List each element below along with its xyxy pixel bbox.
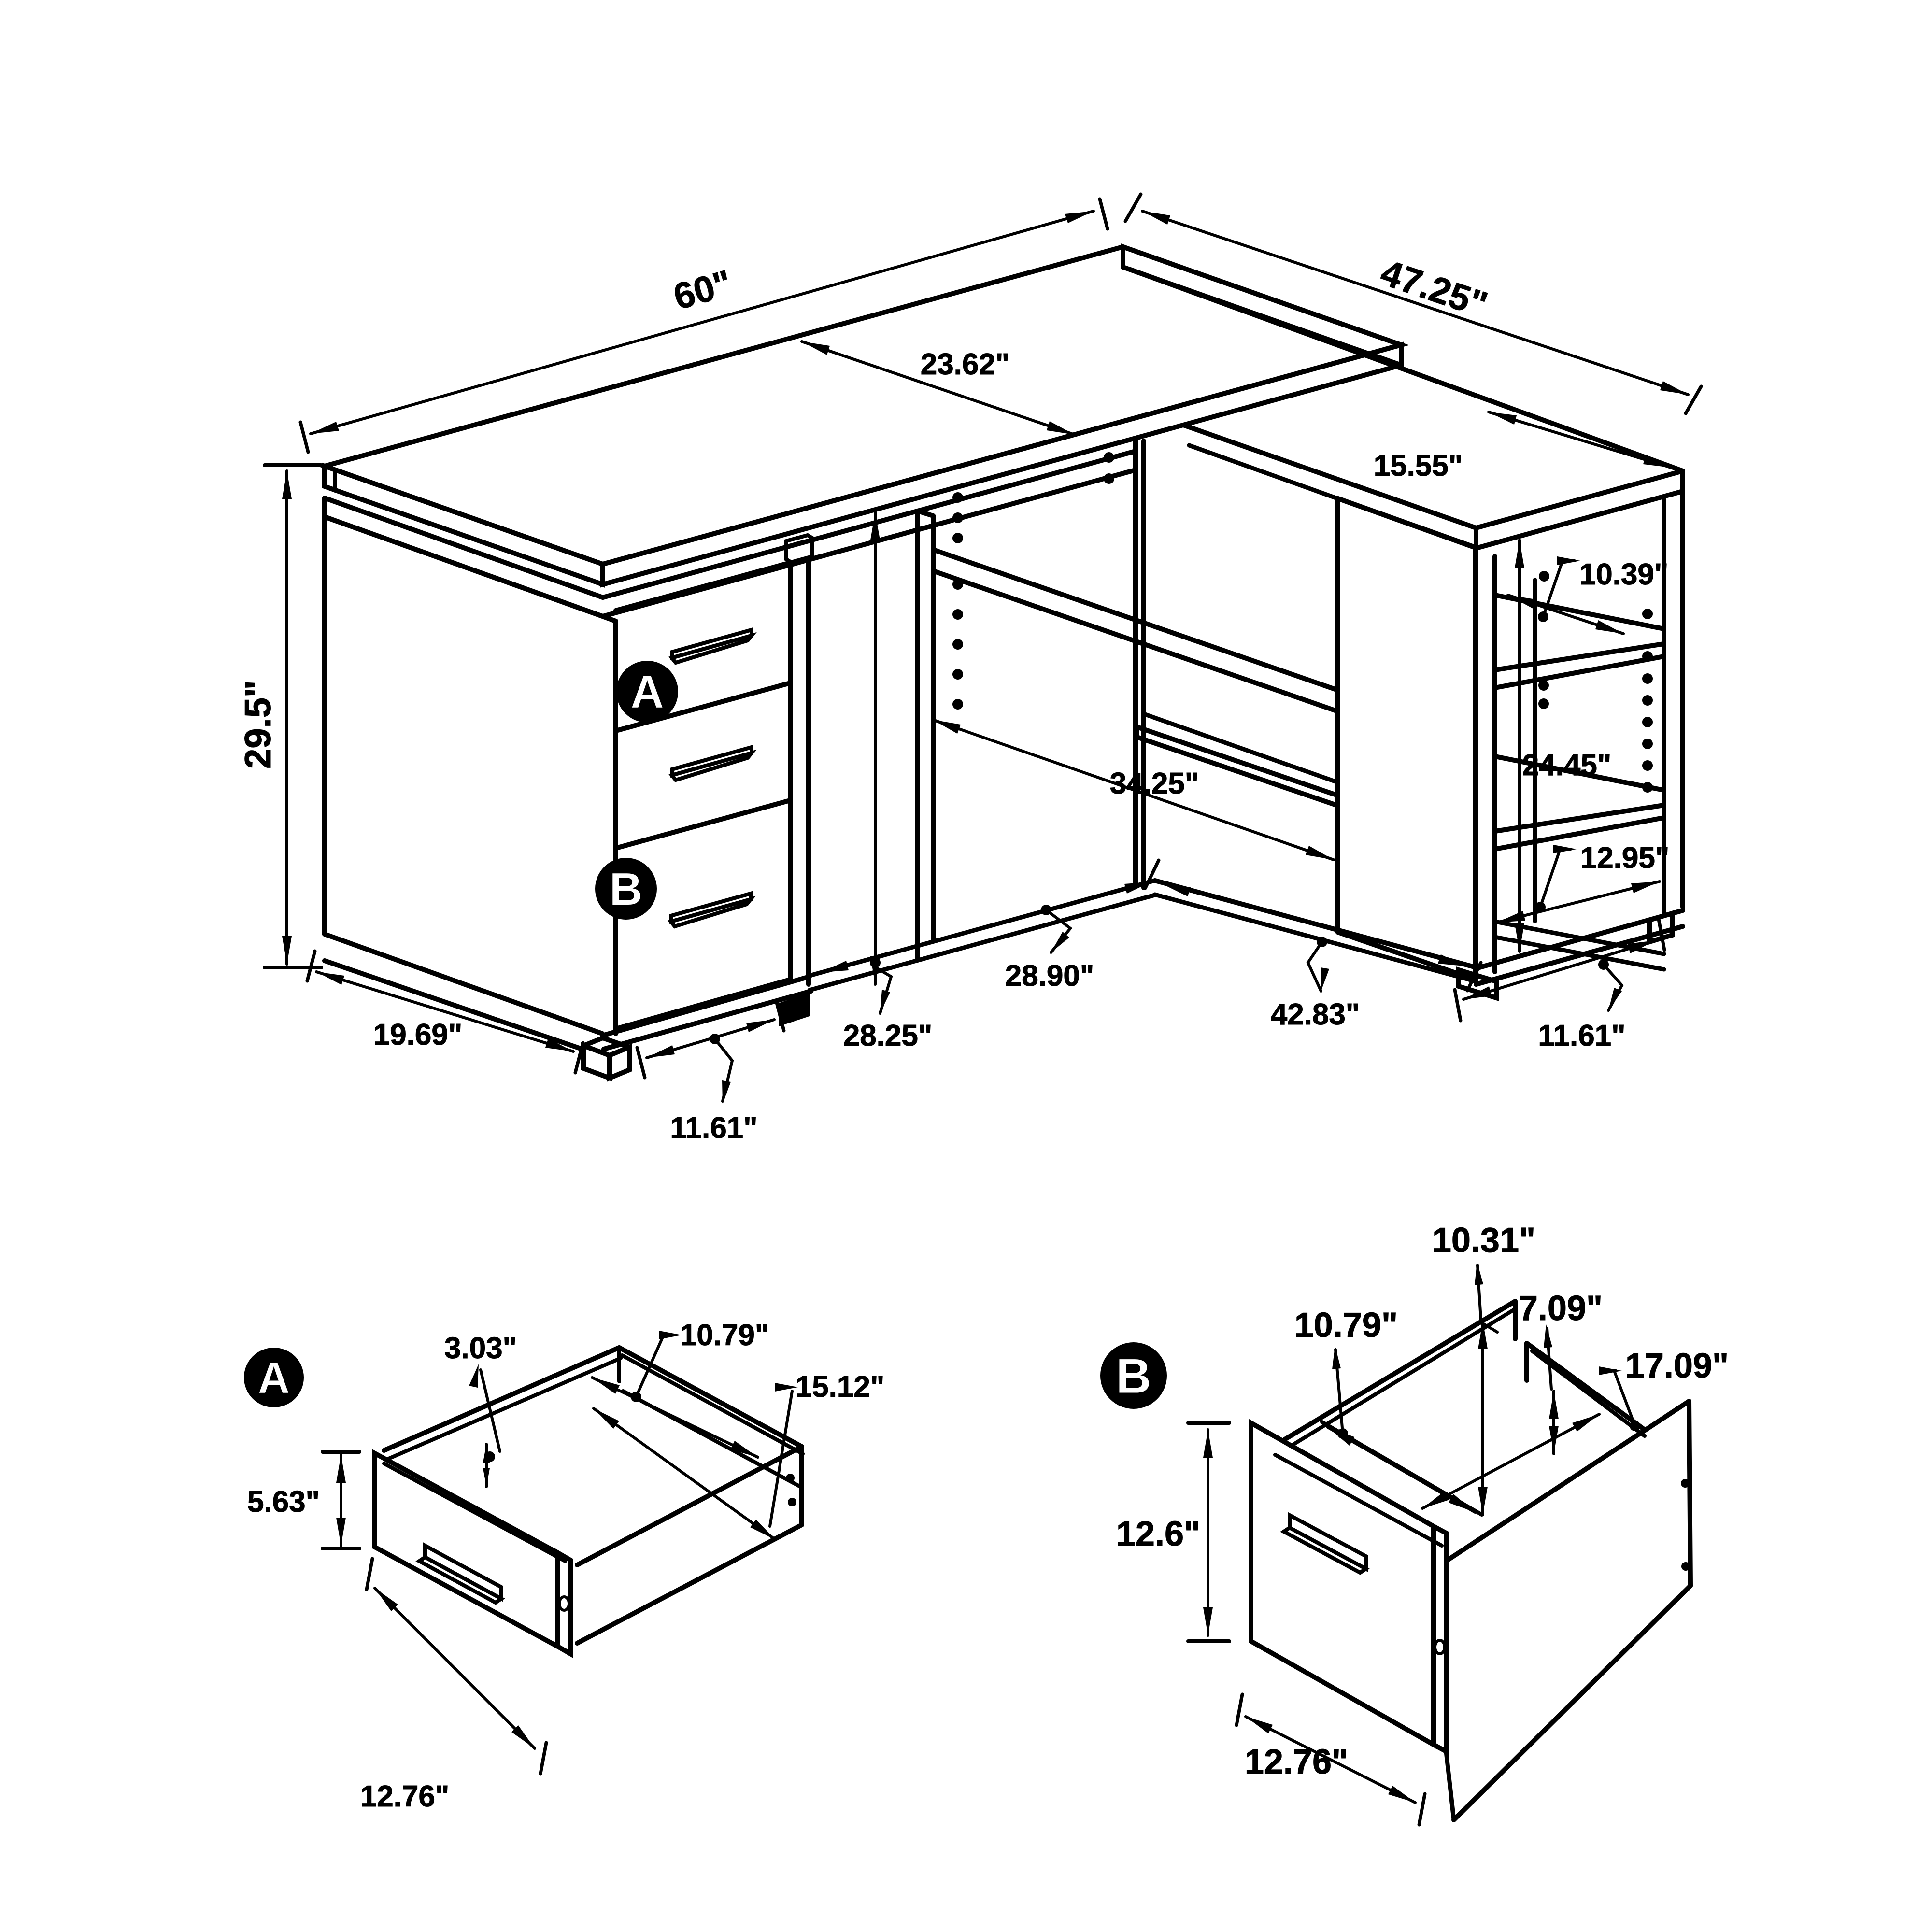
- svg-text:10.79": 10.79": [680, 1319, 769, 1352]
- svg-text:11.61": 11.61": [670, 1111, 757, 1145]
- svg-text:7.09": 7.09": [1519, 1289, 1603, 1328]
- svg-text:A: A: [630, 666, 664, 718]
- svg-text:15.12": 15.12": [796, 1370, 885, 1404]
- svg-text:28.90": 28.90": [1005, 959, 1094, 993]
- svg-text:19.69": 19.69": [373, 1018, 463, 1051]
- svg-text:5.63": 5.63": [247, 1485, 320, 1519]
- svg-text:A: A: [258, 1353, 290, 1403]
- svg-text:10.79": 10.79": [1294, 1306, 1398, 1345]
- svg-text:24.45": 24.45": [1522, 749, 1612, 782]
- svg-text:B: B: [1116, 1349, 1151, 1404]
- svg-text:3.03": 3.03": [444, 1332, 517, 1365]
- svg-text:15.55": 15.55": [1374, 449, 1463, 483]
- svg-text:12.76": 12.76": [360, 1780, 450, 1813]
- svg-text:29.5": 29.5": [238, 680, 279, 769]
- svg-text:11.61": 11.61": [1538, 1019, 1625, 1052]
- svg-text:23.62": 23.62": [921, 348, 1010, 381]
- svg-text:12.6": 12.6": [1116, 1515, 1200, 1553]
- svg-text:17.09": 17.09": [1625, 1347, 1729, 1385]
- svg-text:42.83": 42.83": [1271, 998, 1360, 1031]
- svg-text:10.31": 10.31": [1432, 1221, 1535, 1260]
- svg-text:34.25": 34.25": [1110, 767, 1199, 800]
- svg-text:12.76": 12.76": [1245, 1743, 1348, 1781]
- svg-text:12.95": 12.95": [1580, 841, 1670, 875]
- svg-text:10.39": 10.39": [1579, 558, 1669, 591]
- svg-text:28.25": 28.25": [843, 1019, 933, 1052]
- svg-text:B: B: [609, 863, 642, 915]
